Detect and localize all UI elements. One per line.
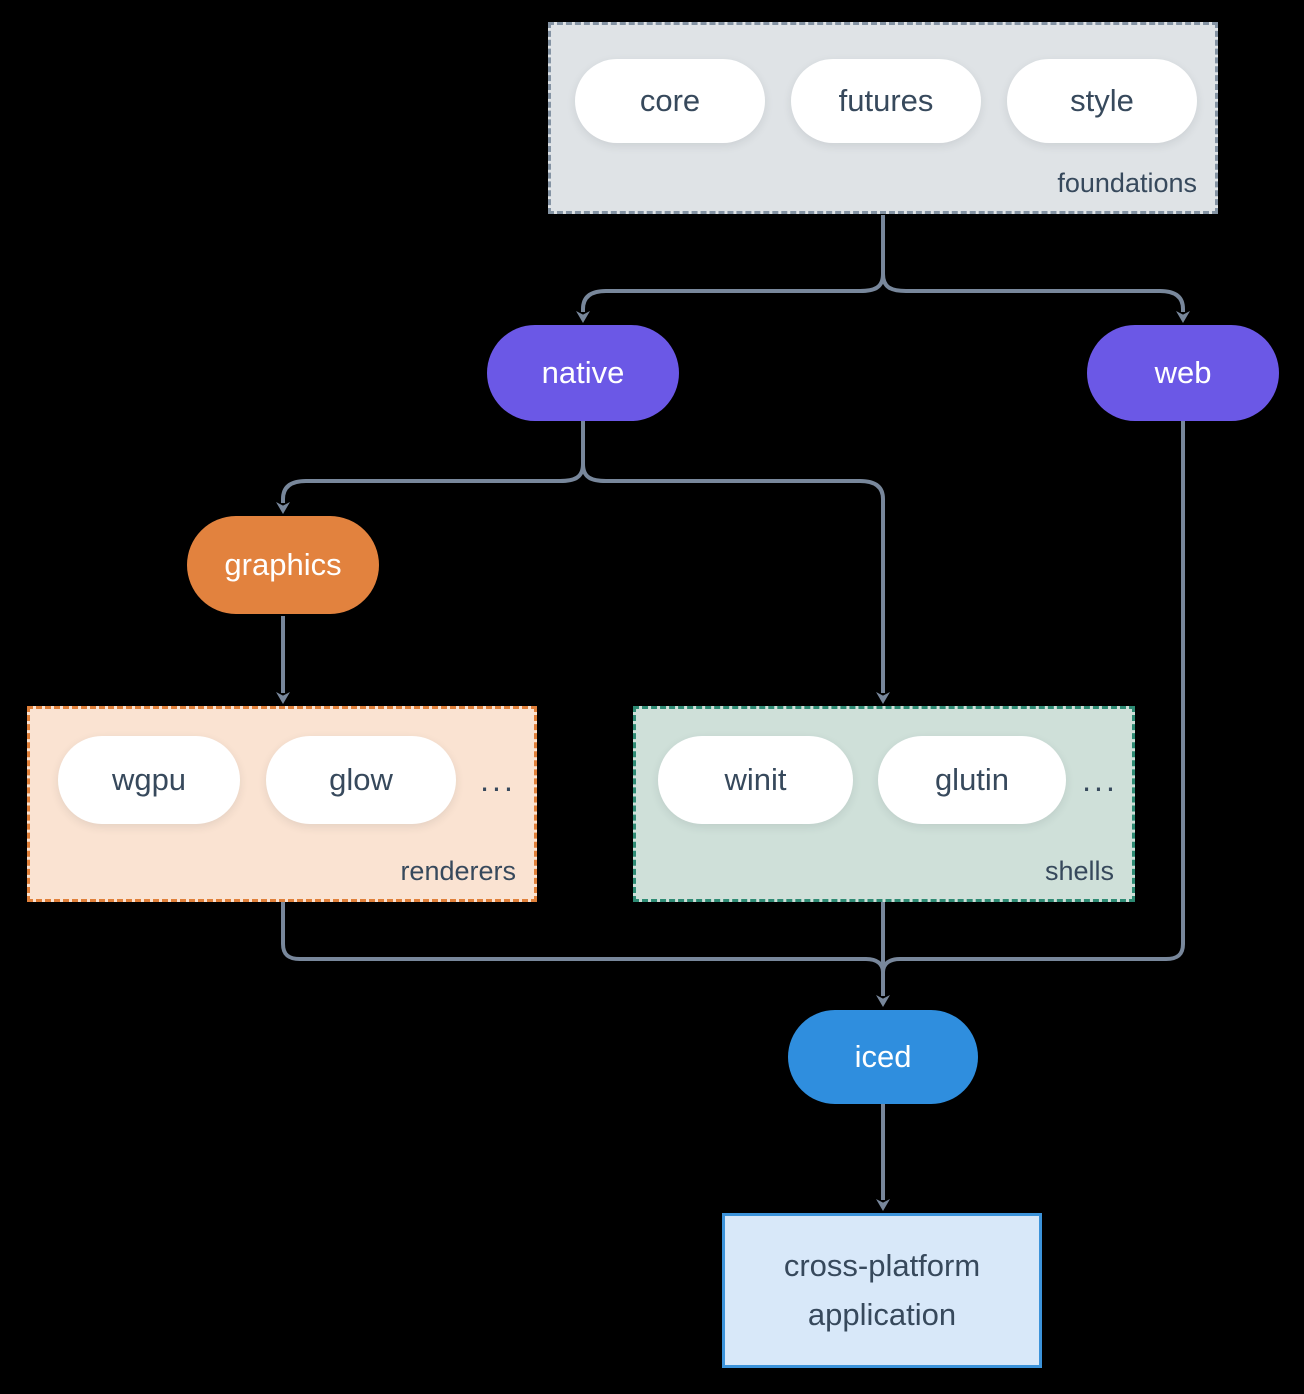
shells-group-label: shells [1044,856,1114,886]
shells-ellipsis: ... [1082,761,1118,798]
node-native: native [487,325,679,421]
node-graphics-label: graphics [224,547,342,582]
pill-core: core [575,59,765,143]
foundations-group-label: foundations [1057,168,1197,198]
pill-glow-label: glow [329,762,393,797]
application-box: cross-platform application [722,1213,1042,1368]
pill-wgpu: wgpu [58,736,240,824]
pill-glutin-label: glutin [934,762,1010,797]
pill-style: style [1007,59,1197,143]
arrow-native-to-graphics [276,463,585,514]
pill-glutin: glutin [878,736,1066,824]
node-web: web [1087,325,1279,421]
pill-glow: glow [266,736,456,824]
pill-winit: winit [658,736,853,824]
group-foundations: core futures style foundations [548,22,1218,214]
pill-futures: futures [791,59,981,143]
arrow-foundations-to-web [881,273,1190,323]
group-shells: winit glutin ... shells [633,706,1135,902]
node-iced-label: iced [854,1039,912,1074]
pill-style-label: style [1070,83,1134,118]
node-iced: iced [788,1010,978,1104]
arrow-foundations-to-native [576,273,885,323]
application-box-label: cross-platform application [783,1248,981,1332]
pill-winit-label: winit [724,762,787,797]
pill-core-label: core [639,83,701,118]
group-renderers: wgpu glow ... renderers [27,706,537,902]
node-native-label: native [541,355,625,390]
arrow-renderers-to-merge [281,902,885,973]
node-graphics: graphics [187,516,379,614]
pill-wgpu-label: wgpu [111,762,187,797]
renderers-ellipsis: ... [480,761,516,798]
renderers-group-label: renderers [400,856,516,886]
pill-futures-label: futures [838,83,934,118]
arrow-native-to-shells [581,463,890,704]
node-web-label: web [1154,355,1212,390]
